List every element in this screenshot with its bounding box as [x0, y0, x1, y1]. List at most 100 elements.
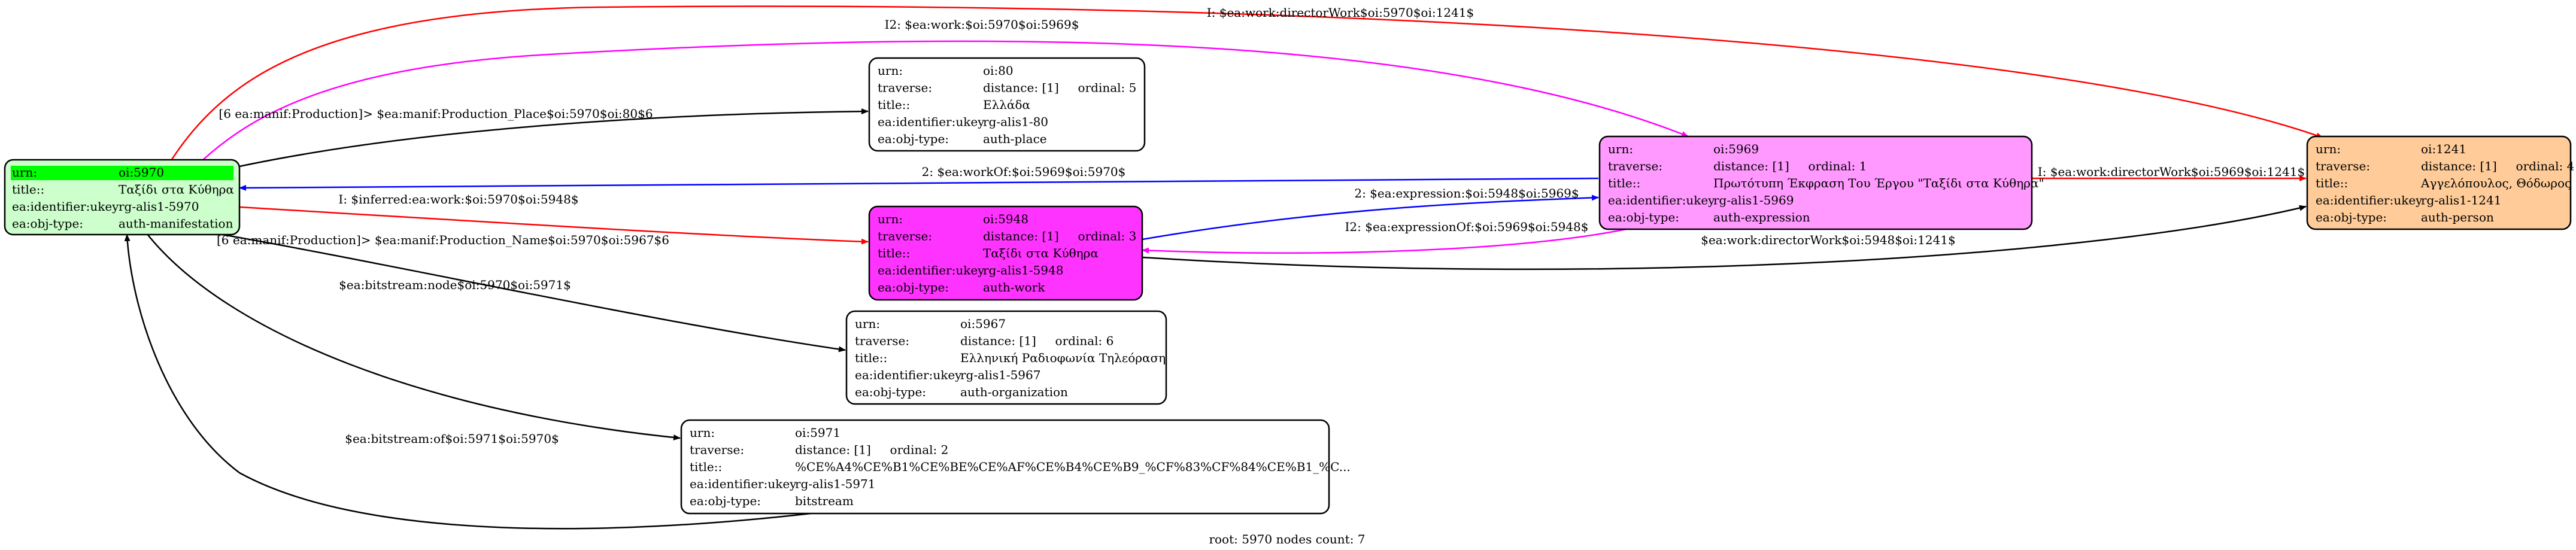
node-field-key: ea:obj-type:	[2316, 210, 2387, 224]
edge-label-e10: [6 ea:manif:Production]> $ea:manif:Produ…	[217, 233, 669, 247]
node-field-key: title::	[1608, 176, 1640, 190]
node-field-value: Ταξίδι στα Κύθηρα	[983, 246, 1099, 260]
node-field-value: Ταξίδι στα Κύθηρα	[119, 183, 234, 197]
node-field-key: urn:	[855, 317, 880, 331]
edge-label-e11: $ea:bitstream:node$oi:5970$oi:5971$	[339, 278, 571, 292]
node-field-value: auth-organization	[960, 385, 1068, 399]
edge-5969-to-5970	[239, 177, 1599, 191]
node-field-value: distance: [1] ordinal: 2	[795, 443, 948, 457]
edge-label-e6: I: $inferred:ea:work:$oi:5970$oi:5948$	[338, 192, 578, 206]
node-field-key: traverse:	[855, 334, 909, 348]
node-field-value: oi:5948	[983, 212, 1028, 226]
node-field-key: ea:identifier:ukey	[1608, 193, 1715, 208]
node-field-key: urn:	[878, 212, 903, 226]
edge-5971-to-5970	[124, 234, 827, 530]
node-field-value: rg-alis1-5971	[795, 477, 875, 491]
edge-5970-to-5971	[146, 233, 681, 440]
edge-5970-to-1241	[145, 5, 2323, 203]
edge-label-e4: 2: $ea:workOf:$oi:5969$oi:5970$	[922, 165, 1126, 179]
node-field-value: rg-alis1-1241	[2421, 193, 2501, 208]
node-field-value: oi:5967	[960, 317, 1006, 331]
node-field-value: oi:5970	[119, 165, 164, 180]
node-field-key: ea:identifier:ukey	[878, 263, 985, 278]
node-field-value: distance: [1] ordinal: 6	[960, 334, 1113, 348]
node-field-key: urn:	[1608, 142, 1633, 156]
node-field-key: title::	[878, 246, 910, 260]
node-rows: urn: oi:5948 traverse: distance: [1] ordina…	[878, 212, 1136, 294]
node-field-key: ea:identifier:ukey	[12, 199, 119, 214]
node-field-key: title::	[855, 351, 887, 365]
node-oi-5948[interactable]: urn: oi:5948 traverse: distance: [1] ordina…	[868, 205, 1143, 301]
node-field-key: traverse:	[878, 229, 932, 244]
edge-5970-to-5948	[239, 206, 869, 245]
node-field-key: ea:obj-type:	[690, 494, 761, 508]
edge-label-e5: I: $ea:work:directorWork$oi:5969$oi:1241…	[2038, 165, 2305, 179]
node-field-key: ea:identifier:ukey	[855, 368, 962, 382]
node-field-value: oi:1241	[2421, 142, 2466, 156]
node-field-value: Αγγελόπουλος, Θόδωρος	[2420, 176, 2571, 190]
edge-label-e1: I: $ea:work:directorWork$oi:5970$oi:1241…	[1207, 5, 1474, 20]
graph-footer: root: 5970 nodes count: 7	[1209, 532, 1365, 546]
node-field-value: auth-expression	[1713, 210, 1810, 224]
node-field-key: traverse:	[2316, 159, 2370, 174]
node-field-value: auth-person	[2421, 210, 2494, 224]
node-field-value: rg-alis1-80	[983, 115, 1048, 129]
edges	[124, 5, 2323, 530]
node-field-key: ea:identifier:ukey	[878, 115, 985, 129]
edge-label-e7: 2: $ea:expression:$oi:5948$oi:5969$	[1354, 186, 1579, 200]
node-field-value: rg-alis1-5969	[1713, 193, 1794, 208]
node-field-key: urn:	[690, 426, 715, 440]
node-field-key: ea:obj-type:	[878, 280, 949, 294]
node-field-value: auth-place	[983, 132, 1047, 146]
edge-5969-to-5948	[1142, 226, 1635, 254]
node-field-key: title::	[12, 183, 44, 197]
node-field-key: title::	[690, 460, 722, 474]
node-field-key: ea:obj-type:	[878, 132, 949, 146]
edge-label-e9: $ea:work:directorWork$oi:5948$oi:1241$	[1701, 233, 1955, 247]
node-field-key: urn:	[878, 63, 903, 78]
node-field-key: traverse:	[878, 81, 932, 95]
node-oi-1241[interactable]: urn: oi:1241 traverse: distance: [1] ordina…	[2306, 135, 2574, 230]
node-field-key: ea:obj-type:	[1608, 210, 1679, 224]
node-field-value: distance: [1] ordinal: 1	[1713, 159, 1867, 174]
node-field-value: Ελληνική Ραδιοφωνία Τηλεόραση	[960, 351, 1166, 365]
edge-label-e3: [6 ea:manif:Production]> $ea:manif:Produ…	[219, 107, 653, 121]
node-field-key: traverse:	[1608, 159, 1662, 174]
node-field-key: urn:	[2316, 142, 2341, 156]
node-field-value: rg-alis1-5967	[960, 368, 1040, 382]
edge-5948-to-1241	[1142, 205, 2307, 271]
node-oi-5967[interactable]: urn: oi:5967 traverse: distance: [1] ordina…	[845, 310, 1167, 405]
node-field-key: urn:	[12, 165, 37, 180]
edge-5970-to-5969	[161, 40, 1689, 203]
node-field-key: ea:identifier:ukey	[2316, 193, 2423, 208]
node-field-key: ea:obj-type:	[855, 385, 926, 399]
node-field-value: Ελλάδα	[983, 98, 1030, 112]
node-field-value: rg-alis1-5948	[983, 263, 1063, 278]
edge-label-e8: I2: $ea:expressionOf:$oi:5969$oi:5948$	[1345, 220, 1589, 234]
node-field-value: rg-alis1-5970	[119, 199, 199, 214]
node-field-value: auth-manifestation	[119, 217, 233, 231]
edge-5970-to-80	[239, 108, 869, 168]
edge-5970-to-5967	[215, 232, 846, 353]
node-field-value: distance: [1] ordinal: 3	[983, 229, 1136, 244]
node-field-key: title::	[2316, 176, 2348, 190]
node-field-value: auth-work	[983, 280, 1045, 294]
edge-labels: I: $ea:work:directorWork$oi:5970$oi:1241…	[217, 5, 2305, 446]
node-field-key: ea:obj-type:	[12, 217, 83, 231]
edge-5948-to-5969	[1142, 195, 1599, 241]
node-field-value: distance: [1] ordinal: 4	[2421, 159, 2574, 174]
node-field-value: oi:80	[983, 63, 1014, 78]
node-field-value: %CE%A4%CE%B1%CE%BE%CE%AF%CE%B4%CE%B9_%CF…	[795, 460, 1351, 474]
node-field-key: title::	[878, 98, 910, 112]
node-field-value: Πρωτότυπη Έκφραση Του Έργου "Ταξίδι στα …	[1713, 176, 2044, 190]
edge-label-e12: $ea:bitstream:of$oi:5971$oi:5970$	[345, 432, 559, 446]
node-field-key: traverse:	[690, 443, 744, 457]
